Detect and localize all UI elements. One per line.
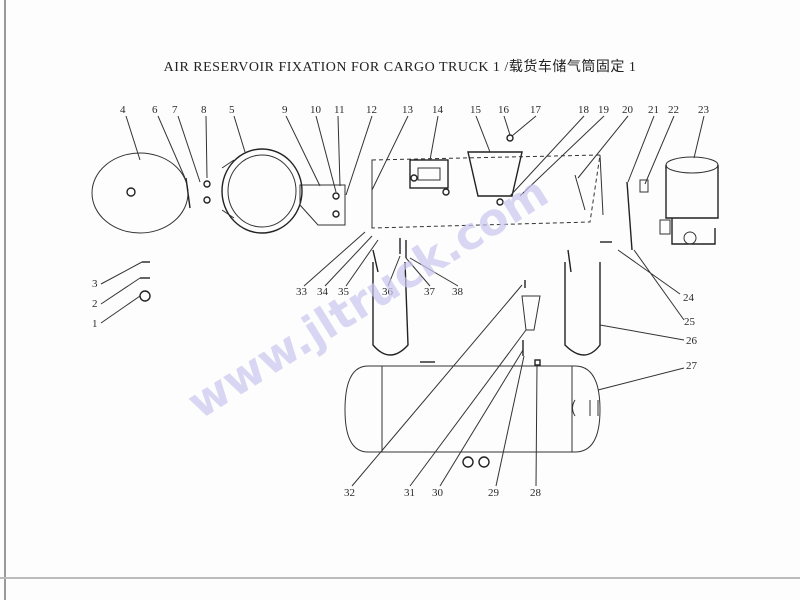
callout-13: 13 <box>402 104 414 116</box>
air-dryer-part <box>659 156 719 245</box>
callout-5: 5 <box>229 104 235 116</box>
callout-7: 7 <box>172 104 178 116</box>
callout-11: 11 <box>334 104 345 116</box>
callout-31: 31 <box>404 487 415 499</box>
callout-35: 35 <box>338 286 350 298</box>
callout-3: 3 <box>92 278 98 290</box>
callout-26: 26 <box>686 335 698 347</box>
callout-22: 22 <box>668 104 679 116</box>
callout-28: 28 <box>530 487 542 499</box>
callout-6: 6 <box>152 104 158 116</box>
callout-34: 34 <box>317 286 329 298</box>
callout-20: 20 <box>622 104 634 116</box>
callout-16: 16 <box>498 104 510 116</box>
callout-30: 30 <box>432 487 444 499</box>
callouts-bottom: 32 31 30 29 28 <box>344 487 542 499</box>
drain-fitting-part <box>521 280 541 366</box>
valve-block-part <box>409 159 450 196</box>
callout-2: 2 <box>92 298 98 310</box>
callout-27: 27 <box>686 360 698 372</box>
callout-38: 38 <box>452 286 464 298</box>
callout-17: 17 <box>530 104 542 116</box>
end-cap-part <box>91 152 191 234</box>
callout-18: 18 <box>578 104 590 116</box>
callout-29: 29 <box>488 487 500 499</box>
callout-1: 1 <box>92 318 98 330</box>
callouts-mid: 33 34 35 36 37 38 <box>296 286 464 298</box>
callout-12: 12 <box>366 104 377 116</box>
callout-36: 36 <box>382 286 394 298</box>
callout-23: 23 <box>698 104 710 116</box>
strap-part <box>372 249 601 356</box>
callout-9: 9 <box>282 104 288 116</box>
callout-21: 21 <box>648 104 659 116</box>
callouts-right: 24 25 26 27 <box>683 292 698 372</box>
callout-37: 37 <box>424 286 436 298</box>
callout-14: 14 <box>432 104 444 116</box>
bolt-set-part <box>399 238 612 258</box>
watermark: www.jltruck.com <box>179 167 557 430</box>
callout-4: 4 <box>120 104 126 116</box>
small-fittings-part <box>139 261 151 302</box>
link-rod-part <box>574 174 649 251</box>
callouts-left: 3 2 1 <box>92 278 98 330</box>
diagram-title: AIR RESERVOIR FIXATION FOR CARGO TRUCK 1… <box>163 60 637 75</box>
callout-8: 8 <box>201 104 207 116</box>
callout-33: 33 <box>296 286 308 298</box>
air-reservoir-tank <box>344 361 601 468</box>
callout-15: 15 <box>470 104 482 116</box>
callout-25: 25 <box>684 316 696 328</box>
callout-24: 24 <box>683 292 695 304</box>
frame-rail <box>371 154 604 229</box>
bracket-part <box>299 184 346 226</box>
leader-lines <box>100 115 705 487</box>
callout-32: 32 <box>344 487 355 499</box>
callouts-top: 4 5 6 7 8 9 10 11 12 13 14 15 16 17 18 1… <box>120 104 710 116</box>
clamp-ring-part <box>203 148 303 234</box>
callout-19: 19 <box>598 104 610 116</box>
callout-10: 10 <box>310 104 322 116</box>
